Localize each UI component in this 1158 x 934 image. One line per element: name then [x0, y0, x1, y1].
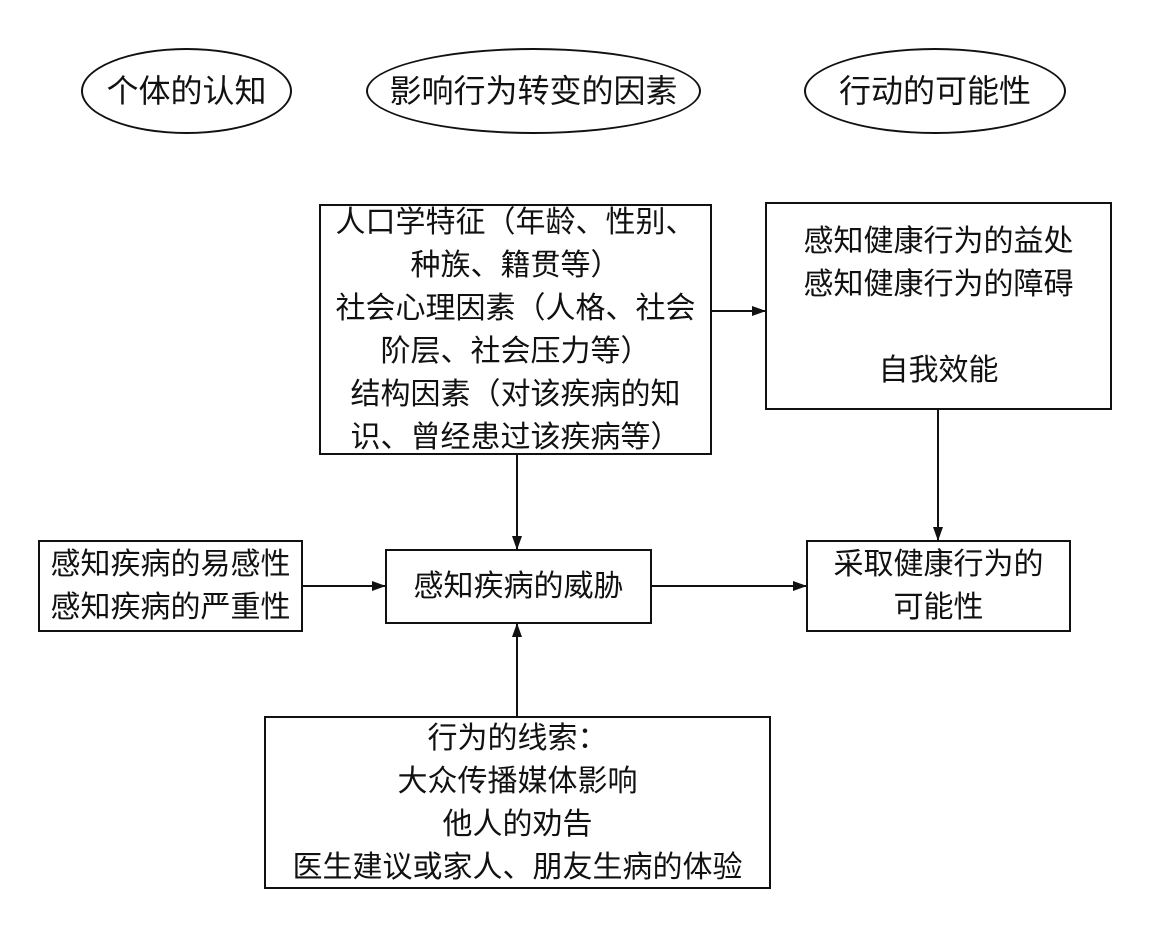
- self-efficacy-label: 自我效能: [878, 353, 999, 388]
- header-likelihood-of-action: 行动的可能性: [804, 48, 1066, 134]
- header-modifying-factors-label: 影响行为转变的因素: [389, 72, 678, 110]
- modifying-factors-box: 人口学特征（年龄、性别、 种族、籍贯等） 社会心理因素（人格、社会 阶层、社会压…: [319, 204, 712, 455]
- likelihood-box: 采取健康行为的 可能性: [806, 540, 1071, 632]
- benefits-barriers-box: 感知健康行为的益处 感知健康行为的障碍 自我效能: [765, 202, 1112, 410]
- cues-item: 医生建议或家人、朋友生病的体验: [292, 849, 743, 885]
- perceived-susceptibility-label: 感知疾病的易感性: [50, 547, 291, 582]
- perceived-threat-label: 感知疾病的威胁: [413, 569, 624, 604]
- perceived-benefits-label: 感知健康行为的益处: [803, 224, 1074, 259]
- modifying-factors-line: 人口学特征（年龄、性别、: [335, 204, 696, 240]
- perceived-threat-box: 感知疾病的威胁: [385, 549, 652, 624]
- cues-title: 行为的线索：: [427, 720, 608, 756]
- spacer: [767, 306, 1110, 349]
- modifying-factors-line: 结构因素（对该疾病的知: [350, 376, 681, 412]
- cues-item: 他人的劝告: [442, 806, 593, 842]
- modifying-factors-line: 社会心理因素（人格、社会: [335, 290, 696, 326]
- modifying-factors-line: 种族、籍贯等）: [410, 247, 621, 283]
- modifying-factors-line: 阶层、社会压力等）: [380, 333, 651, 369]
- likelihood-label: 采取健康行为的: [833, 547, 1044, 582]
- header-individual-perception: 个体的认知: [81, 48, 292, 134]
- header-likelihood-of-action-label: 行动的可能性: [838, 72, 1031, 110]
- susceptibility-severity-box: 感知疾病的易感性 感知疾病的严重性: [38, 540, 303, 632]
- cues-item: 大众传播媒体影响: [397, 763, 638, 799]
- cues-to-action-box: 行为的线索： 大众传播媒体影响 他人的劝告 医生建议或家人、朋友生病的体验: [264, 716, 771, 889]
- header-modifying-factors: 影响行为转变的因素: [366, 48, 701, 134]
- perceived-severity-label: 感知疾病的严重性: [50, 590, 291, 625]
- perceived-barriers-label: 感知健康行为的障碍: [803, 267, 1074, 302]
- modifying-factors-line: 识、曾经患过该疾病等）: [350, 419, 681, 455]
- likelihood-label: 可能性: [893, 590, 984, 625]
- header-individual-perception-label: 个体的认知: [106, 72, 267, 110]
